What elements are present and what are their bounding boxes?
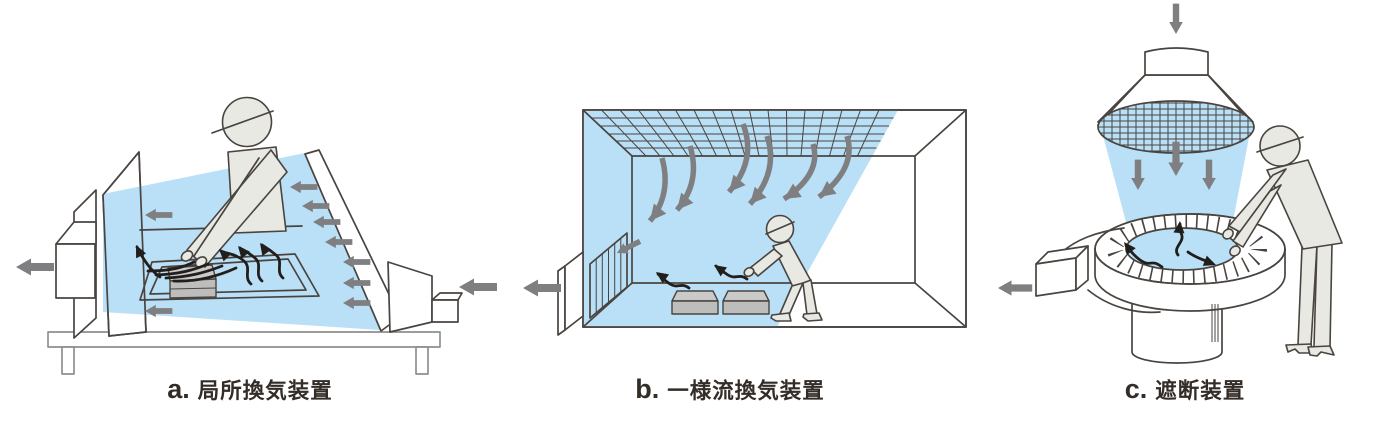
ventilation-room bbox=[582, 109, 967, 328]
supply-airflow-arrows bbox=[643, 123, 852, 227]
local-exhaust-ventilation-diagram bbox=[16, 96, 497, 375]
shutoff-device-diagram bbox=[998, 3, 1343, 364]
hat-brim bbox=[1256, 136, 1304, 153]
worker-figure bbox=[743, 214, 823, 322]
caption-a: a. 局所換気装置 bbox=[0, 374, 500, 414]
floor-boxes bbox=[671, 290, 770, 315]
person-head bbox=[1259, 125, 1301, 167]
caption-a-label: 局所換気装置 bbox=[197, 379, 333, 403]
drain-lines bbox=[1211, 304, 1219, 342]
caption-b: b. 一様流換気装置 bbox=[470, 374, 990, 414]
worker-figure bbox=[180, 96, 288, 268]
caption-b-letter: b. bbox=[635, 374, 660, 404]
worker-figure bbox=[1222, 125, 1343, 357]
hat-brim bbox=[765, 221, 795, 235]
contaminant-flow-arrows bbox=[131, 239, 285, 286]
base-cylinder bbox=[1131, 299, 1223, 364]
exhaust-airflow-arrow bbox=[998, 280, 1033, 296]
intake-funnel bbox=[387, 261, 463, 333]
worker-arm bbox=[749, 248, 783, 277]
side-panel-outline bbox=[102, 151, 147, 337]
worker-head bbox=[765, 214, 795, 244]
left-exhaust-duct bbox=[55, 189, 97, 339]
person-back-leg bbox=[1313, 242, 1333, 348]
contaminant-flow-arrows bbox=[1119, 220, 1218, 271]
person-lower-arm bbox=[1232, 184, 1282, 248]
caption-c-label: 遮断装置 bbox=[1155, 379, 1246, 403]
caption-c: c. 遮断装置 bbox=[990, 374, 1380, 414]
caption-a-letter: a. bbox=[167, 374, 190, 404]
hat-brim bbox=[211, 110, 274, 134]
caption-b-label: 一様流換気装置 bbox=[667, 379, 825, 403]
caption-c-letter: c. bbox=[1124, 374, 1148, 404]
exhaust-airflow-arrow bbox=[523, 279, 561, 297]
workbench-table bbox=[47, 331, 441, 375]
supply-duct bbox=[1144, 47, 1209, 76]
exhaust-duct bbox=[557, 251, 584, 336]
air-curtain-cone bbox=[1102, 132, 1250, 237]
worker-head bbox=[221, 96, 273, 148]
scroll-exhaust bbox=[998, 227, 1161, 314]
worker-arms bbox=[186, 149, 288, 268]
uniform-flow-ventilation-diagram bbox=[523, 109, 967, 336]
exhaust-grille bbox=[589, 232, 643, 319]
person-torso bbox=[1266, 159, 1343, 250]
contaminant-flow-arrows bbox=[652, 260, 749, 290]
